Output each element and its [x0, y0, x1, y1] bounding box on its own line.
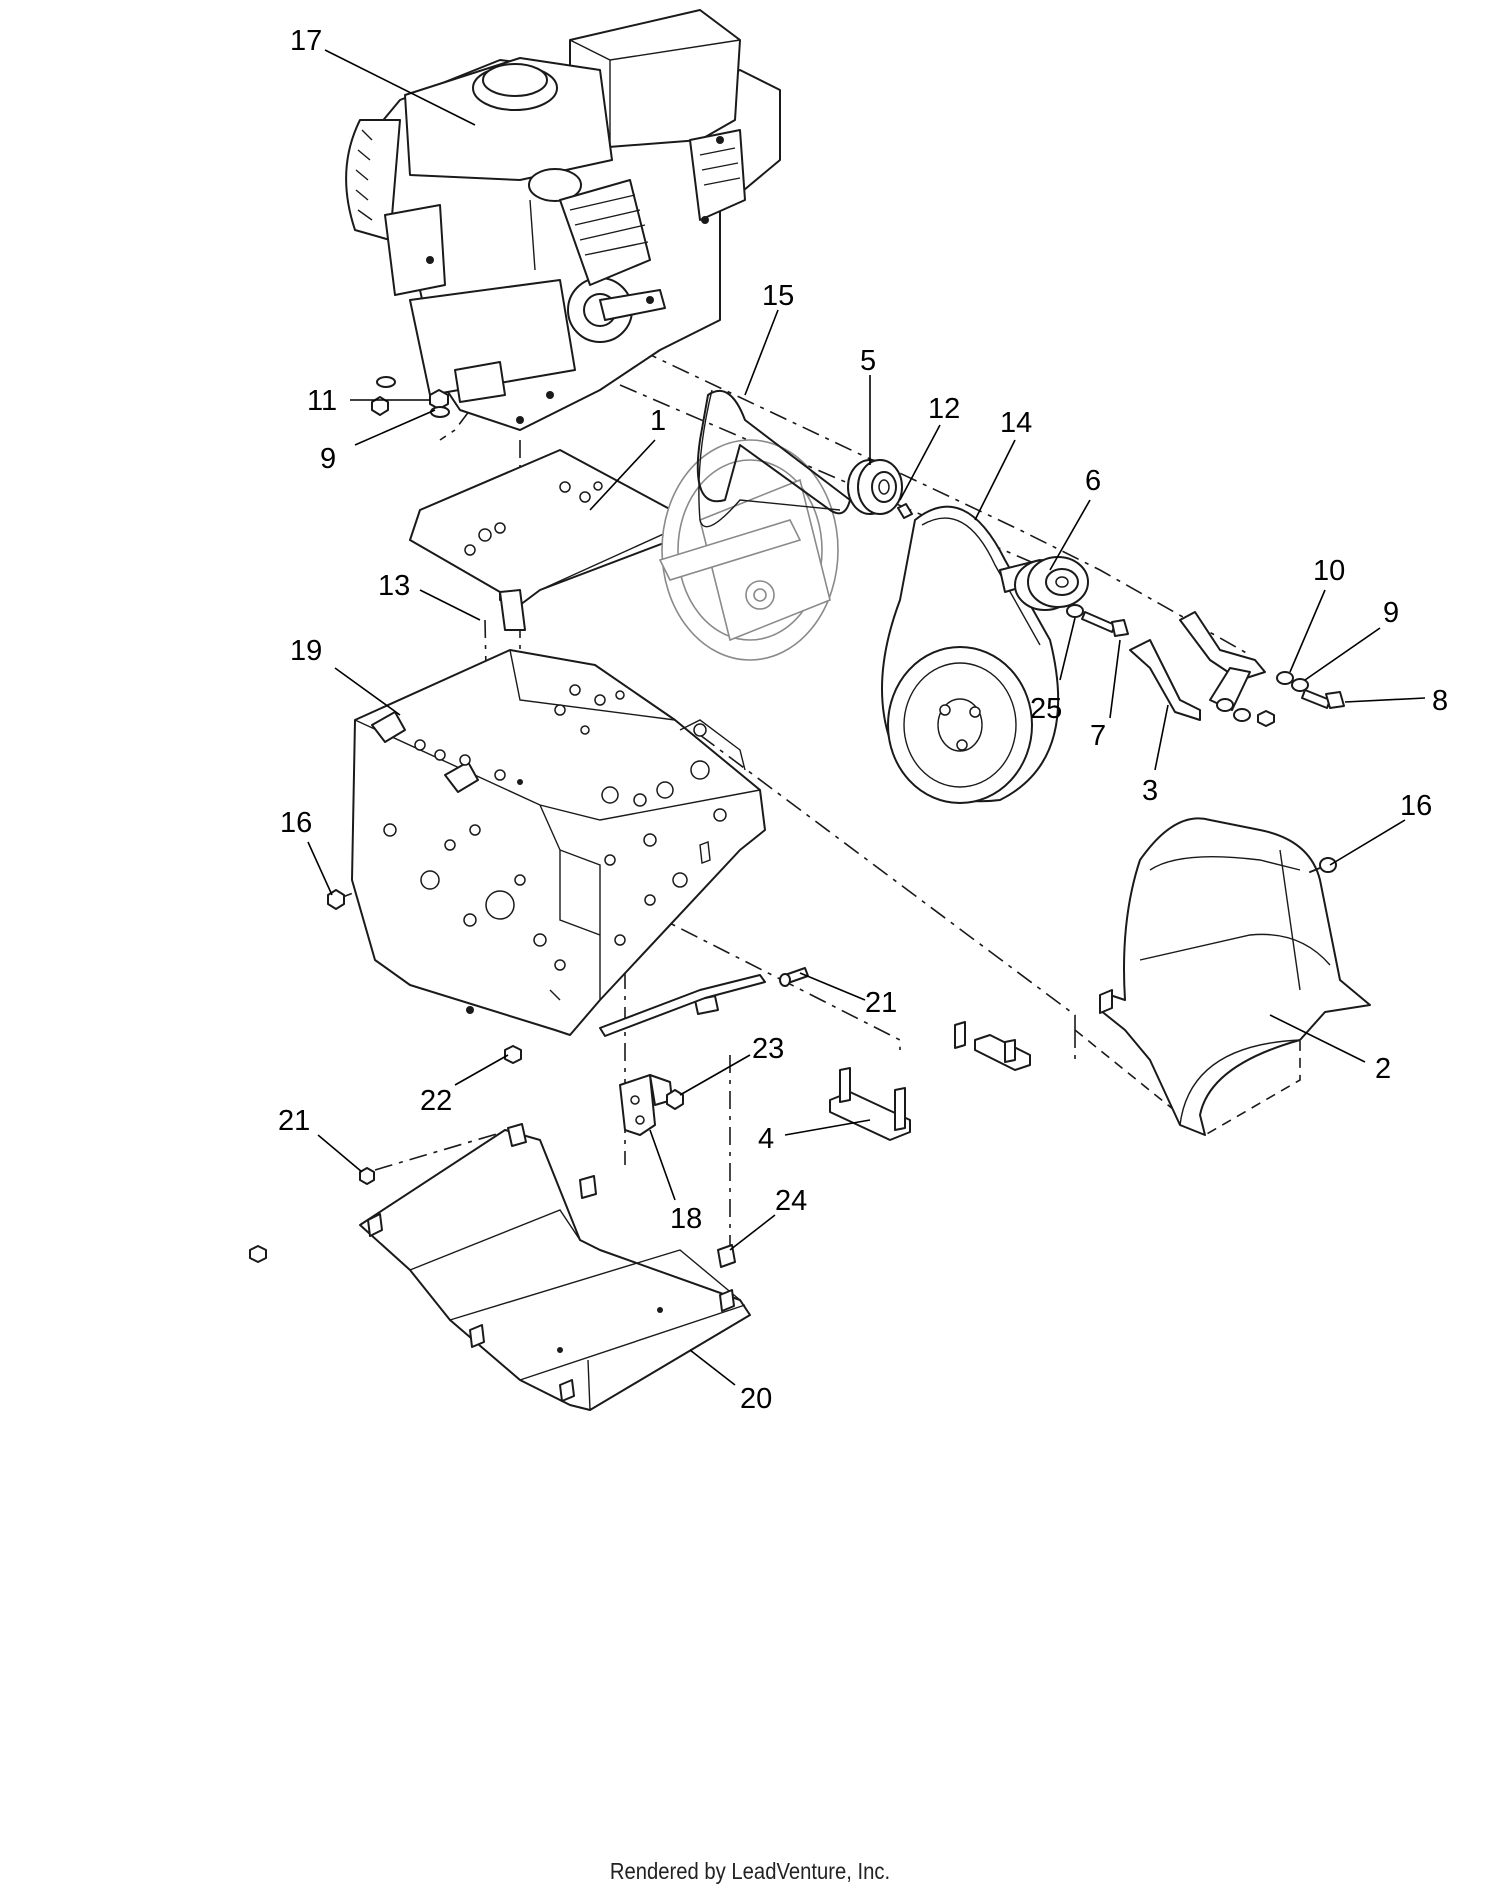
nut-24 — [717, 1244, 736, 1268]
axle-shaft — [599, 974, 766, 1037]
engine-hardware — [371, 376, 450, 418]
callout-12: 12 — [928, 393, 960, 425]
leader-lines — [307, 49, 1426, 1386]
callout-9a: 9 — [320, 443, 336, 475]
callout-19: 19 — [290, 635, 322, 667]
bracket-18 — [619, 1074, 673, 1136]
callout-3: 3 — [1142, 775, 1158, 807]
callout-24: 24 — [775, 1185, 807, 1217]
callout-16a: 16 — [280, 807, 312, 839]
callout-2: 2 — [1375, 1053, 1391, 1085]
callout-20: 20 — [740, 1383, 772, 1415]
callout-4: 4 — [758, 1123, 774, 1155]
bolt-7 — [1081, 611, 1129, 637]
engine-17 — [345, 9, 781, 431]
callout-8: 8 — [1432, 685, 1448, 717]
footer-credit: Rendered by LeadVenture, Inc. — [609, 1858, 891, 1884]
washer-25 — [1066, 604, 1084, 618]
belt-cover-2 — [1099, 817, 1371, 1136]
auger-pulley-assembly — [658, 439, 839, 661]
nut-23 — [666, 1089, 684, 1110]
callout-9b: 9 — [1383, 597, 1399, 629]
callout-23: 23 — [752, 1033, 784, 1065]
callout-6: 6 — [1085, 465, 1101, 497]
base-plate-20 — [359, 1123, 751, 1411]
callout-11: 11 — [307, 385, 337, 417]
belt-14 — [881, 505, 1060, 804]
key-12 — [897, 503, 913, 519]
callout-13: 13 — [378, 570, 410, 602]
callout-14: 14 — [1000, 407, 1032, 439]
screw-21a — [779, 967, 809, 987]
screw-16b — [1309, 857, 1337, 873]
pulley-6 — [999, 556, 1089, 611]
callout-18: 18 — [670, 1203, 702, 1235]
idler-bracket-3 — [1129, 611, 1266, 721]
screw-21b — [359, 1167, 375, 1185]
hardware-10-9-8 — [1216, 671, 1345, 727]
callout-5: 5 — [860, 345, 876, 377]
frame-19 — [351, 649, 766, 1036]
loose-screw — [249, 1245, 267, 1263]
callout-16b: 16 — [1400, 790, 1432, 822]
callout-7: 7 — [1090, 720, 1106, 752]
engine-plate-1 — [409, 449, 691, 631]
pulley-5 — [847, 459, 903, 515]
callout-10: 10 — [1313, 555, 1345, 587]
callout-labels: 17 15 5 12 14 6 10 9 8 25 7 3 11 9 1 13 … — [278, 25, 1448, 1415]
callout-21a: 21 — [865, 987, 897, 1019]
belt-15 — [696, 389, 851, 528]
callout-1: 1 — [650, 405, 666, 437]
callout-17: 17 — [290, 25, 322, 57]
callout-22: 22 — [420, 1085, 452, 1117]
callout-25: 25 — [1030, 693, 1062, 725]
callout-21b: 21 — [278, 1105, 310, 1137]
screw-22 — [504, 1045, 522, 1064]
callout-15: 15 — [762, 280, 794, 312]
motor-mount-4 — [829, 1021, 1031, 1141]
